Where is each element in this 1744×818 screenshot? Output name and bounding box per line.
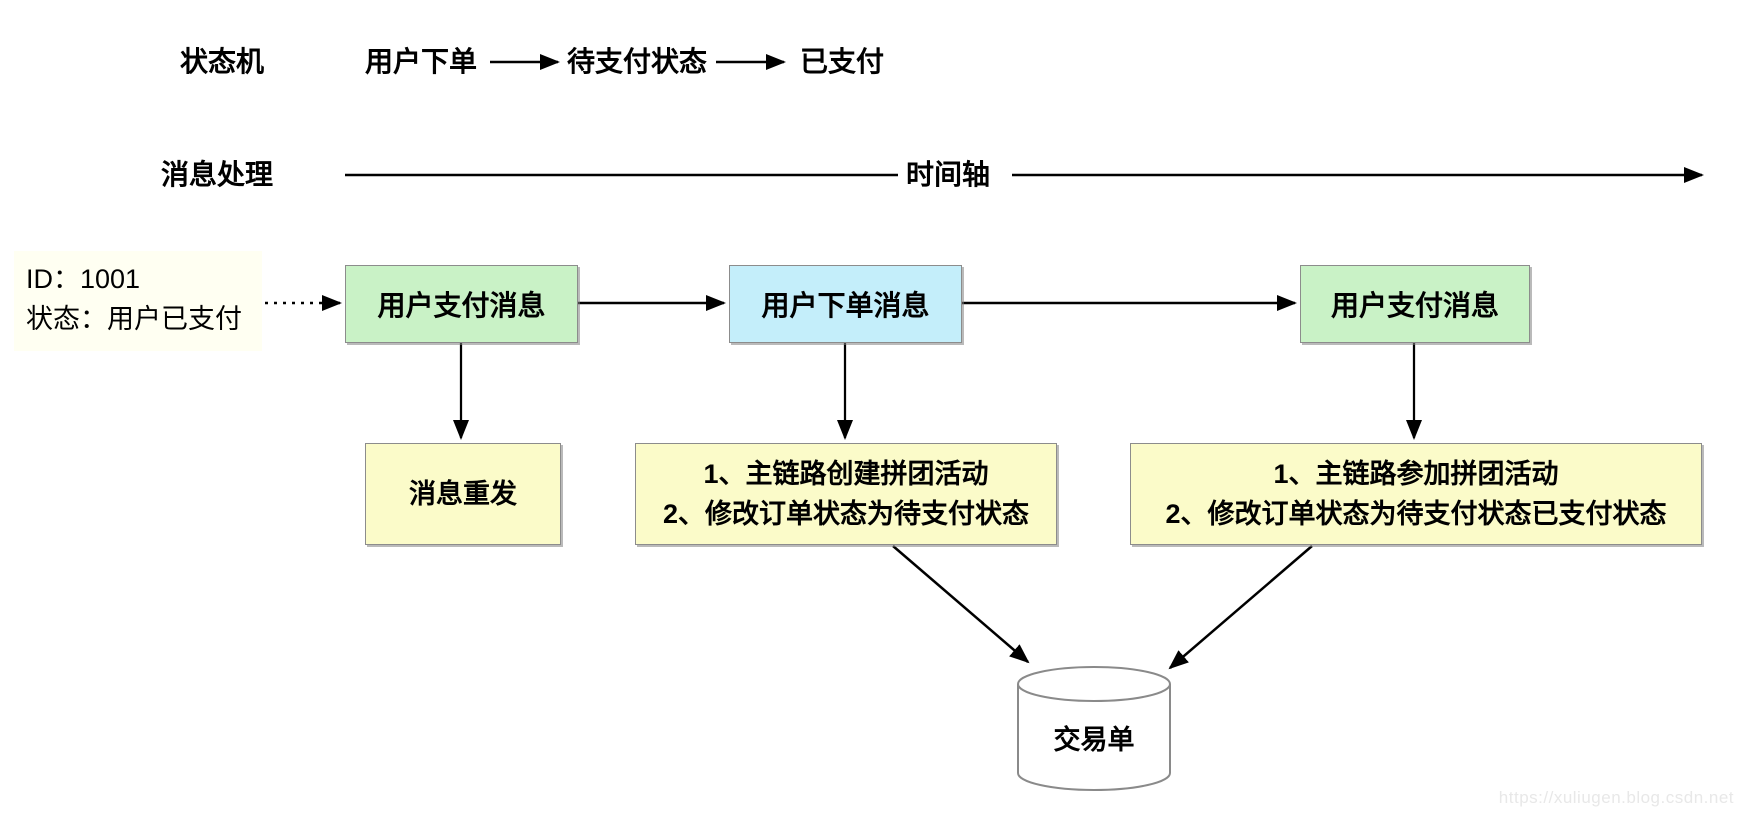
step-pending-payment: 待支付状态 — [567, 46, 708, 77]
message-box-label: 用户支付消息 — [1330, 290, 1499, 321]
action-box-join-group: 1、主链路参加拼团活动 2、修改订单状态为待支付状态已支付状态 — [1130, 443, 1702, 545]
action-line: 1、主链路创建拼团活动 — [703, 459, 989, 489]
database-cylinder-icon — [1017, 666, 1171, 791]
action-line: 2、修改订单状态为待支付状态 — [662, 499, 1029, 529]
message-box-user-order: 用户下单消息 — [729, 265, 962, 343]
action-box-message-resend: 消息重发 — [365, 443, 561, 545]
step-paid: 已支付 — [800, 46, 885, 77]
action-line: 消息重发 — [409, 479, 517, 509]
action-line: 2、修改订单状态为待支付状态已支付状态 — [1165, 499, 1667, 529]
arrow-actions-to-db-left — [892, 545, 1030, 664]
message-box-user-payment-1: 用户支付消息 — [345, 265, 578, 343]
state-machine-label: 状态机 — [180, 46, 265, 77]
id-note-line1: ID：1001 — [26, 264, 141, 294]
action-box-create-group: 1、主链路创建拼团活动 2、修改订单状态为待支付状态 — [635, 443, 1057, 545]
message-processing-label: 消息处理 — [161, 159, 274, 190]
id-note: ID：1001 状态：用户已支付 — [14, 251, 262, 351]
watermark-text: https://xuliugen.blog.csdn.net — [1498, 788, 1734, 807]
message-box-label: 用户下单消息 — [761, 290, 930, 321]
database-label: 交易单 — [1053, 725, 1135, 755]
action-line: 1、主链路参加拼团活动 — [1273, 459, 1559, 489]
step-user-order: 用户下单 — [365, 46, 478, 77]
timeline-label: 时间轴 — [906, 159, 991, 190]
arrow-actions-to-db-right — [1168, 545, 1313, 670]
id-note-line2: 状态：用户已支付 — [26, 304, 242, 334]
message-box-user-payment-2: 用户支付消息 — [1300, 265, 1530, 343]
message-box-label: 用户支付消息 — [377, 290, 546, 321]
